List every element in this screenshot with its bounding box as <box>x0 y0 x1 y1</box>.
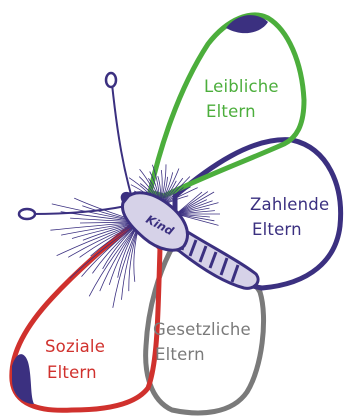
label-gesetzliche-line1: Gesetzliche <box>153 320 251 339</box>
antenna-upper-tip <box>106 73 116 87</box>
label-zahlende-line2: Eltern <box>252 220 302 239</box>
label-leibliche-line1: Leibliche <box>204 77 279 96</box>
label-zahlende-line1: Zahlende <box>250 195 329 214</box>
antenna-upper <box>112 84 132 198</box>
body-hair <box>176 192 208 214</box>
label-soziale-line2: Eltern <box>47 363 97 382</box>
butterfly-abdomen <box>178 226 258 288</box>
label-soziale-line1: Soziale <box>45 337 105 356</box>
label-leibliche-line2: Eltern <box>206 102 256 121</box>
label-gesetzliche-line2: Eltern <box>155 345 205 364</box>
wing-soziale-eltern <box>12 224 160 410</box>
antenna-lower-tip <box>19 209 35 219</box>
wing-tip-leibliche <box>226 15 268 33</box>
